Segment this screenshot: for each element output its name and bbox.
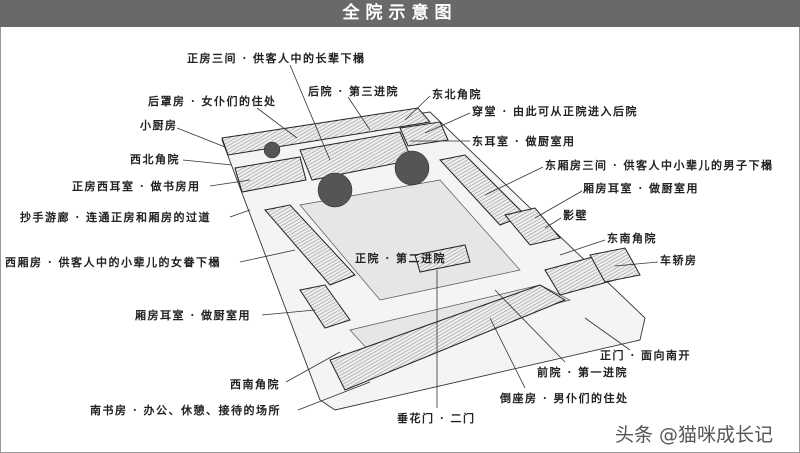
inner-gate-roof xyxy=(414,244,471,273)
leader-line xyxy=(534,190,583,219)
leader-line xyxy=(544,217,562,229)
label-west-wing: 西厢房 · 供客人中的小辈儿的女眷下榻 xyxy=(5,255,221,269)
leader-line xyxy=(289,64,331,161)
leader-line xyxy=(209,179,251,187)
leader-line xyxy=(347,96,371,131)
leader-line xyxy=(424,112,471,134)
label-east-wing: 东厢房三间 · 供客人中小辈儿的男子下榻 xyxy=(545,158,774,172)
label-northeast-corner-yard: 东北角院 xyxy=(432,87,482,101)
label-west-side-ear-room: 厢房耳室 · 做厨室用 xyxy=(135,308,251,322)
label-southeast-corner-yard: 东南角院 xyxy=(607,231,657,245)
west-ear-room-roof xyxy=(234,156,307,193)
leader-line xyxy=(229,209,251,218)
label-main-hall: 正房三间 · 供客人中的长辈下榻 xyxy=(187,51,366,65)
tree-icon xyxy=(317,172,353,208)
title-bar: 全院示意图 xyxy=(0,0,800,27)
west-wing-roof xyxy=(264,204,356,286)
label-main-gate: 正门 · 面向南开 xyxy=(600,348,691,362)
leader-line xyxy=(484,166,544,196)
east-side-ear-room-roof xyxy=(504,207,561,246)
label-east-ear-room: 东耳室 · 做厨室用 xyxy=(472,134,576,148)
tree-icon xyxy=(394,150,430,186)
label-carriage-house: 车轿房 xyxy=(660,253,698,267)
leader-line xyxy=(261,309,316,316)
leader-lines xyxy=(176,64,659,411)
south-row-roof xyxy=(329,284,567,391)
label-front-courtyard: 前院 · 第一进院 xyxy=(537,365,628,379)
label-rear-courtyard: 后院 · 第三进院 xyxy=(308,84,399,98)
leader-line xyxy=(404,95,431,121)
label-main-courtyard: 正院 · 第二进院 xyxy=(355,251,446,265)
label-south-study: 南书房 · 办公、休憩、接待的场所 xyxy=(90,403,281,417)
label-northwest-corner-yard: 西北角院 xyxy=(130,152,180,166)
tree-icon xyxy=(263,141,281,159)
label-west-ear-room: 正房西耳室 · 做书房用 xyxy=(72,179,201,193)
leader-line xyxy=(176,127,226,148)
leader-line xyxy=(239,249,296,263)
label-rear-building: 后罩房 · 女仆们的住处 xyxy=(148,94,277,108)
label-south-row: 倒座房 · 男仆们的住处 xyxy=(499,391,629,405)
label-screen-wall: 影壁 xyxy=(563,208,588,222)
leader-line xyxy=(297,381,371,411)
label-east-side-ear-room: 厢房耳室 · 做厨室用 xyxy=(583,181,699,195)
label-veranda: 抄手游廊 · 连通正房和厢房的过道 xyxy=(20,210,211,224)
leader-line xyxy=(494,289,566,363)
leader-line xyxy=(584,317,631,351)
label-small-kitchen: 小厨房 xyxy=(139,118,178,132)
label-inner-gate: 垂花门 · 二门 xyxy=(397,411,476,425)
watermark: 头条 @猫咪成长记 xyxy=(615,424,774,446)
leader-line xyxy=(285,351,341,383)
carriage-house-roof xyxy=(589,247,641,283)
leader-line xyxy=(182,159,233,166)
leader-line xyxy=(489,317,526,389)
label-passage-hall: 穿堂 · 由此可从正院进入后院 xyxy=(472,104,638,118)
leader-line xyxy=(256,107,298,139)
leader-line xyxy=(614,261,659,267)
main-courtyard xyxy=(299,179,521,301)
label-southwest-corner-yard: 西南角院 xyxy=(230,377,280,391)
compound-drawing xyxy=(221,107,646,411)
leader-line xyxy=(559,239,606,256)
labels: 正房三间 · 供客人中的长辈下榻 后院 · 第三进院 后罩房 · 女仆们的住处 … xyxy=(5,51,774,425)
west-side-ear-room-roof xyxy=(299,284,351,329)
